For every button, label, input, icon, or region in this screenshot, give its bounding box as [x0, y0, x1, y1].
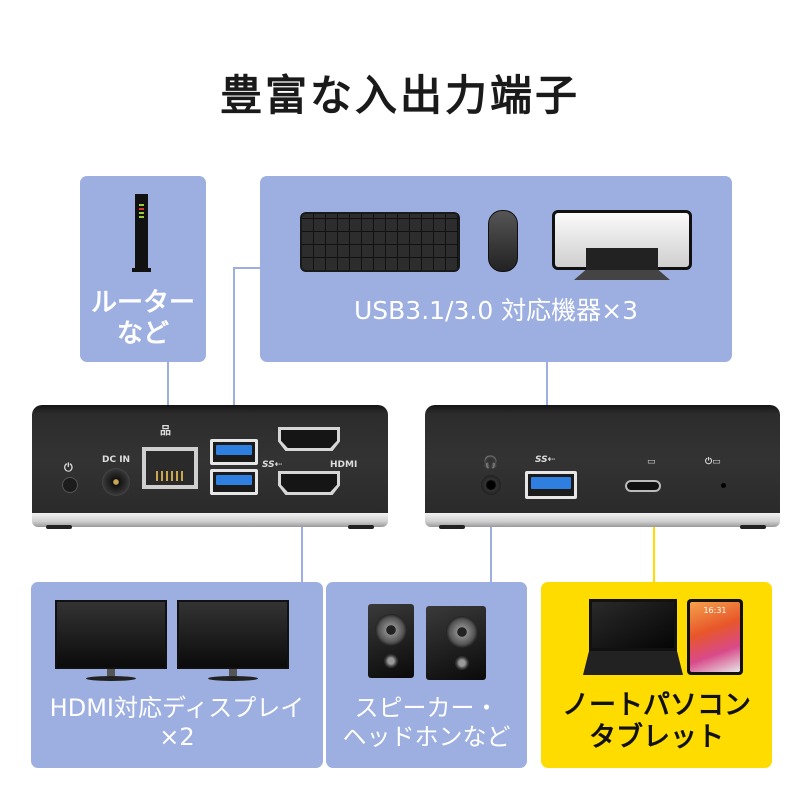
laptop-icon [583, 599, 683, 677]
audio-label: スピーカー・ ヘッドホンなど [342, 694, 511, 751]
hdmi-port-2[interactable] [278, 471, 340, 495]
tablet-clock: 16:31 [703, 606, 727, 615]
hdmi-port-1[interactable] [278, 427, 340, 451]
status-led [721, 483, 726, 488]
lan-icon: 品 [160, 424, 171, 437]
monitor-icon [55, 600, 167, 686]
host-device-panel: 16:31 ノートパソコン タブレット [541, 582, 772, 768]
host-device-label: ノートパソコン タブレット [562, 690, 751, 754]
displays-label: HDMI対応ディスプレイ ×2 [49, 694, 305, 751]
usbc-connector-line [653, 527, 655, 583]
keyboard-icon [300, 212, 460, 272]
page-title: 豊富な入出力端子 [219, 71, 580, 120]
monitor-icon [177, 600, 289, 686]
audio-connector-line [490, 527, 492, 583]
superspeed-usb-icon: SS⇠ [535, 455, 556, 465]
dc-in-port[interactable] [102, 468, 130, 496]
audio-panel: スピーカー・ ヘッドホンなど [326, 582, 527, 768]
lan-port[interactable] [142, 447, 198, 489]
usb-port-front[interactable] [525, 471, 577, 499]
router-panel: ルーター など [80, 176, 206, 362]
audio-jack[interactable] [481, 475, 501, 495]
usb-port-2[interactable] [210, 469, 258, 495]
router-label: ルーター など [90, 288, 195, 350]
dock-front-view: 🎧 SS⇠ ▭ ⏻▭ [425, 405, 780, 529]
tablet-icon: 16:31 [687, 599, 743, 675]
speaker-icon [426, 606, 486, 680]
dc-in-label: DC IN [102, 455, 131, 465]
speaker-icon [368, 604, 414, 678]
mouse-icon [488, 210, 518, 272]
displays-panel: HDMI対応ディスプレイ ×2 [31, 582, 323, 768]
laptop-icon: ▭ [647, 457, 656, 467]
power-icon: ⏻ [64, 461, 73, 474]
status-icon: ⏻▭ [705, 457, 721, 467]
hdmi-label: HDMI [330, 460, 358, 470]
headphone-icon: 🎧 [483, 455, 498, 469]
dock-rear-view: ⏻ DC IN 品 SS⇠ HDMI [32, 405, 388, 529]
router-icon [132, 194, 151, 272]
router-connector-line [167, 362, 169, 406]
hdmi-connector-line [301, 527, 303, 583]
usb-port-1[interactable] [210, 439, 258, 465]
superspeed-usb-icon: SS⇠ [262, 460, 283, 470]
printer-icon [552, 210, 692, 282]
usb-devices-panel: USB3.1/3.0 対応機器×3 [260, 176, 732, 362]
power-button[interactable] [62, 477, 78, 493]
usb-c-port[interactable] [625, 480, 661, 492]
usb-connector-line-horizontal [233, 267, 261, 269]
usb-right-connector-line [546, 362, 548, 406]
usb-devices-label: USB3.1/3.0 対応機器×3 [353, 296, 639, 325]
usb-connector-line-vertical [233, 267, 235, 406]
